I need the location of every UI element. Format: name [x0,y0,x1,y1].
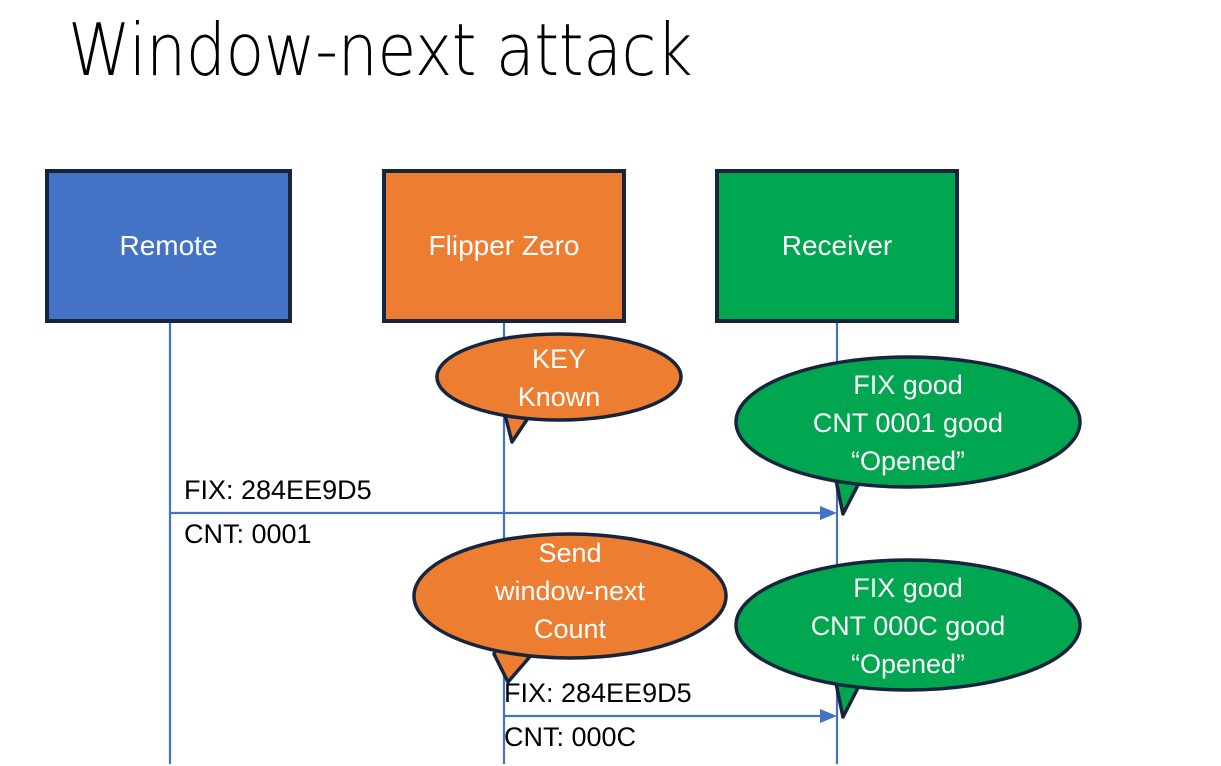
message-2-fix-label: FIX: 284EE9D5 [504,678,692,708]
message-1-cnt-label: CNT: 0001 [184,519,312,549]
callout-fix-good-0001-body [734,355,1082,489]
message-2-cnt-label: CNT: 000C [504,722,637,752]
callout-key-known[interactable] [435,332,683,444]
actor-label-flipper-zero: Flipper Zero [428,230,580,261]
callout-send-window-next-body [412,532,728,660]
callout-fix-good-000c-body [734,558,1082,692]
callout-text-fix-good-0001: FIX good CNT 0001 good “Opened” [812,370,1004,476]
actor-box-receiver[interactable] [715,169,959,323]
callout-key-known-body [435,332,683,422]
callout-text-key-known: KEY Known [517,344,601,412]
actor-box-flipper-zero[interactable] [382,169,626,323]
callout-text-fix-good-000c: FIX good CNT 000C good “Opened” [810,573,1006,679]
page-title: Window-next attack [68,8,693,92]
actor-box-remote[interactable] [45,169,292,323]
actor-label-receiver: Receiver [781,230,893,261]
message-1-fix-label: FIX: 284EE9D5 [184,475,372,505]
callout-text-send-window-next: Send window-next Count [494,538,646,644]
message-arrowhead-1 [820,506,837,520]
actor-label-remote: Remote [119,230,218,261]
callout-fix-good-0001[interactable] [734,355,1082,516]
callout-fix-good-000c[interactable] [734,558,1082,719]
callout-send-window-next[interactable] [412,532,728,684]
message-arrowhead-2 [820,709,837,723]
